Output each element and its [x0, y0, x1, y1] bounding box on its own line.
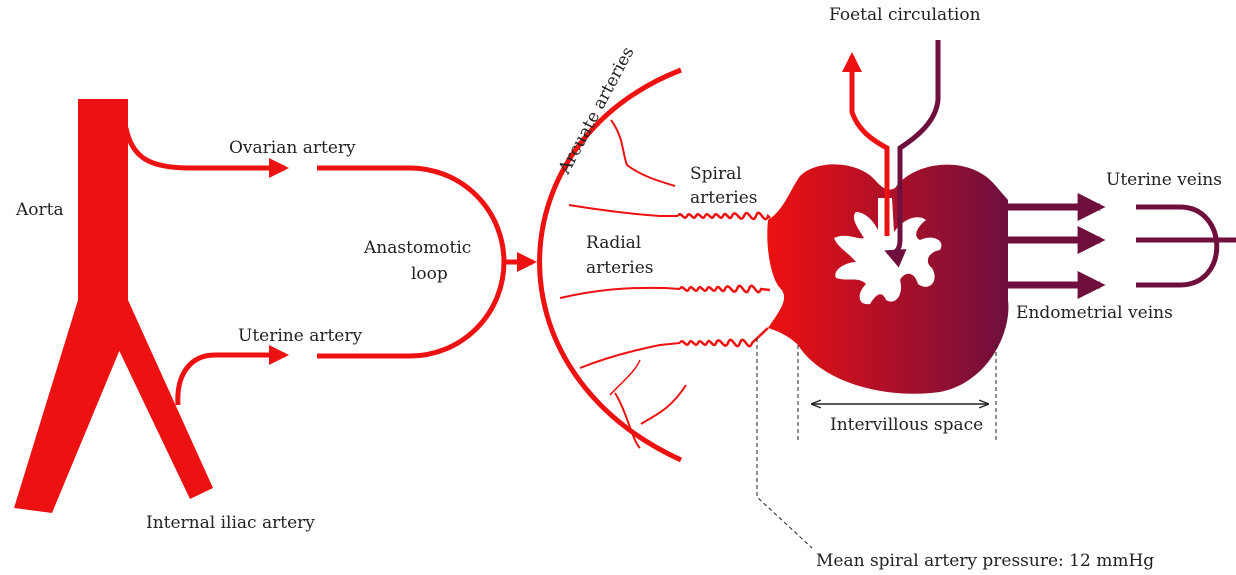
label-ovarian-artery: Ovarian artery — [229, 138, 356, 158]
label-anastomotic-1: Anastomotic — [363, 238, 471, 258]
label-anastomotic-2: loop — [411, 264, 448, 284]
label-radial-1: Radial — [586, 233, 641, 253]
label-intervillous-space: Intervillous space — [830, 415, 983, 435]
venous-drainage — [1008, 207, 1100, 285]
label-spiral-2: arteries — [690, 188, 758, 208]
label-radial-2: arteries — [586, 258, 654, 278]
uterine-vein-loop — [1136, 207, 1236, 285]
label-uterine-veins: Uterine veins — [1106, 170, 1222, 190]
spiral-arteries — [678, 213, 770, 346]
label-foetal-circulation: Foetal circulation — [829, 5, 981, 25]
aorta-vessel — [14, 99, 213, 513]
label-aorta: Aorta — [15, 200, 64, 220]
label-pressure: Mean spiral artery pressure: 12 mmHg — [816, 551, 1154, 571]
label-uterine-artery: Uterine artery — [238, 326, 362, 346]
uterine-artery-branch — [178, 355, 285, 405]
label-spiral-1: Spiral — [690, 164, 742, 184]
radial-arteries — [560, 120, 686, 448]
label-internal-iliac-artery: Internal iliac artery — [146, 513, 315, 533]
label-endometrial-veins: Endometrial veins — [1016, 303, 1173, 323]
